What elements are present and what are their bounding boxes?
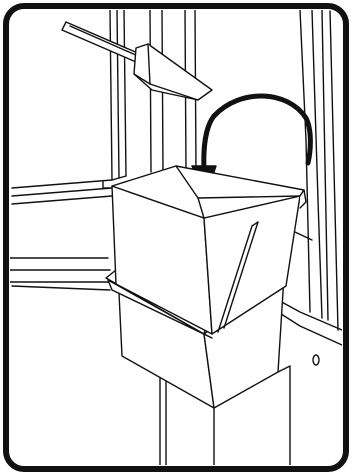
- instruction-illustration: [0, 0, 352, 475]
